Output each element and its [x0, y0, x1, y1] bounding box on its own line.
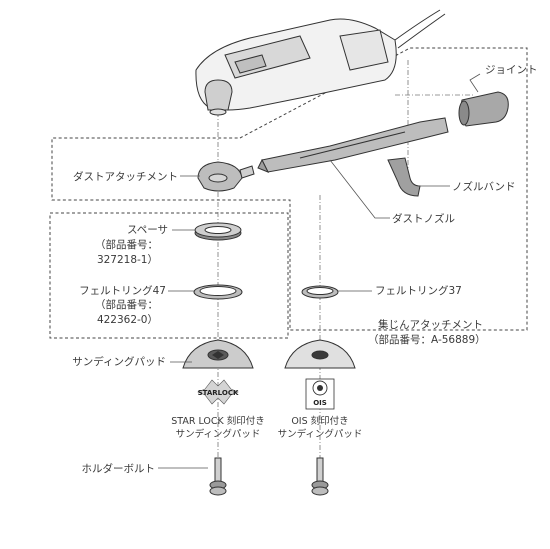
label-dust-collect-attachment: 集じんアタッチメント [378, 318, 483, 331]
label-dust-collect-part-no: （部品番号：A-56889） [368, 333, 486, 346]
label-sanding-pad: サンディングパッド [72, 355, 166, 368]
joint [458, 91, 509, 127]
starlock-sanding-pad [182, 339, 254, 369]
dust-nozzle-leader [329, 159, 390, 219]
label-spacer-part-no: 327218-1） [97, 254, 158, 266]
label-dust-attachment: ダストアタッチメント [73, 170, 178, 183]
felt-ring-47 [193, 284, 243, 300]
joint-leader [469, 73, 481, 93]
felt-ring-37 [301, 285, 339, 299]
multi-tool-body [195, 9, 446, 116]
joint-axis [395, 60, 475, 170]
label-dust-nozzle: ダストノズル [392, 212, 455, 225]
label-starlock-pad-line1: STAR LOCK 刻印付き [171, 415, 265, 427]
label-joint: ジョイント [485, 64, 538, 76]
dust-nozzle [257, 117, 449, 173]
label-spacer: スペーサ [127, 224, 168, 236]
starlock-logo-text: STARLOCK [198, 389, 239, 397]
nozzle-band [387, 157, 421, 197]
holder-bolt-left [209, 457, 227, 496]
label-felt47-part-label: （部品番号： [95, 298, 158, 311]
label-nozzle-band: ノズルバンド [452, 180, 516, 193]
label-ois-pad-line2: サンディングパッド [278, 428, 363, 440]
dust-attachment [197, 161, 255, 192]
label-felt47-part-no: 422362-0） [97, 314, 158, 326]
label-holder-bolt: ホルダーボルト [82, 462, 156, 475]
ois-logo-text: OIS [313, 399, 327, 407]
label-ois-pad-line1: OIS 刻印付き [291, 415, 348, 427]
starlock-logo: STARLOCK [197, 379, 239, 405]
ois-logo: OIS [305, 378, 335, 410]
spacer-felt-group-outline [49, 212, 289, 339]
spacer [194, 222, 242, 241]
dust-collect-attachment-outline [51, 47, 528, 331]
label-felt-ring-47: フェルトリング47 [79, 284, 166, 297]
label-starlock-pad-line2: サンディングパッド [176, 428, 261, 440]
ois-sanding-pad [284, 339, 356, 369]
label-spacer-part-label: （部品番号： [95, 238, 158, 251]
label-felt-ring-37: フェルトリング37 [375, 284, 462, 297]
holder-bolt-right [311, 457, 329, 496]
